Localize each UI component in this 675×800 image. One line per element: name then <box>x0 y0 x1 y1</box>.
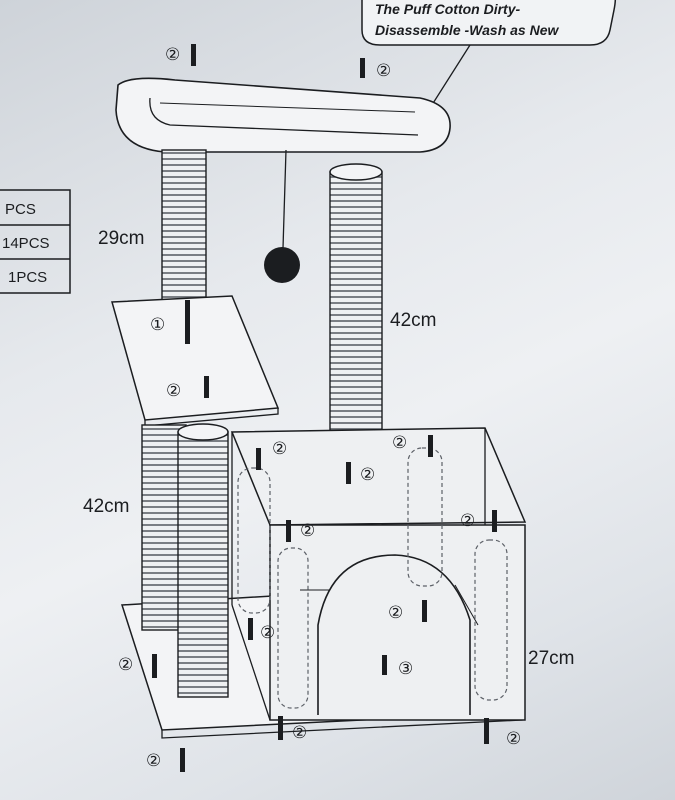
marker-screw: ② <box>506 729 521 748</box>
dimension-top-post: 29cm <box>98 228 144 249</box>
marker-screw: ② <box>272 439 287 458</box>
callout-bubble: The Puff Cotton Dirty- Disassemble -Wash… <box>361 0 617 109</box>
marker-screw: ② <box>292 723 307 742</box>
callout-line-2: Disassemble -Wash as New <box>375 22 559 38</box>
left-front-post: 42cm <box>83 423 229 698</box>
hanging-ball-toy <box>264 149 300 283</box>
top-screw-left: ② <box>165 44 196 66</box>
marker-nut: ③ <box>398 659 413 678</box>
marker-screw: ② <box>146 751 161 770</box>
top-screw-right: ② <box>360 58 391 80</box>
dimension-box-height: 27cm <box>528 648 574 669</box>
tall-post: 42cm <box>329 163 436 438</box>
parts-table-row: 14PCS <box>2 235 50 252</box>
marker-screw: ② <box>376 61 391 80</box>
callout-line-1: The Puff Cotton Dirty- <box>375 1 521 17</box>
marker-screw: ② <box>260 623 275 642</box>
top-bed <box>115 77 451 153</box>
marker-bolt: ① <box>150 315 165 334</box>
parts-table-row: PCS <box>5 201 36 218</box>
middle-platform: ① ② <box>111 295 280 427</box>
marker-screw: ② <box>166 381 181 400</box>
marker-screw: ② <box>165 45 180 64</box>
marker-screw: ② <box>388 603 403 622</box>
parts-table-row: 1PCS <box>8 269 47 286</box>
marker-screw: ② <box>300 521 315 540</box>
box-house: 27cm <box>230 427 574 721</box>
box-screws: ② ② ② ② ② ② ② ③ <box>248 433 497 678</box>
dimension-left-post: 42cm <box>83 496 129 517</box>
base-screws: ② ② ② ② <box>118 654 521 772</box>
marker-screw: ② <box>460 511 475 530</box>
marker-screw: ② <box>118 655 133 674</box>
dimension-tall-post: 42cm <box>390 310 436 331</box>
marker-screw: ② <box>392 433 407 452</box>
marker-screw: ② <box>360 465 375 484</box>
top-post: 29cm <box>98 149 207 303</box>
parts-table: PCS 14PCS 1PCS <box>0 189 71 294</box>
